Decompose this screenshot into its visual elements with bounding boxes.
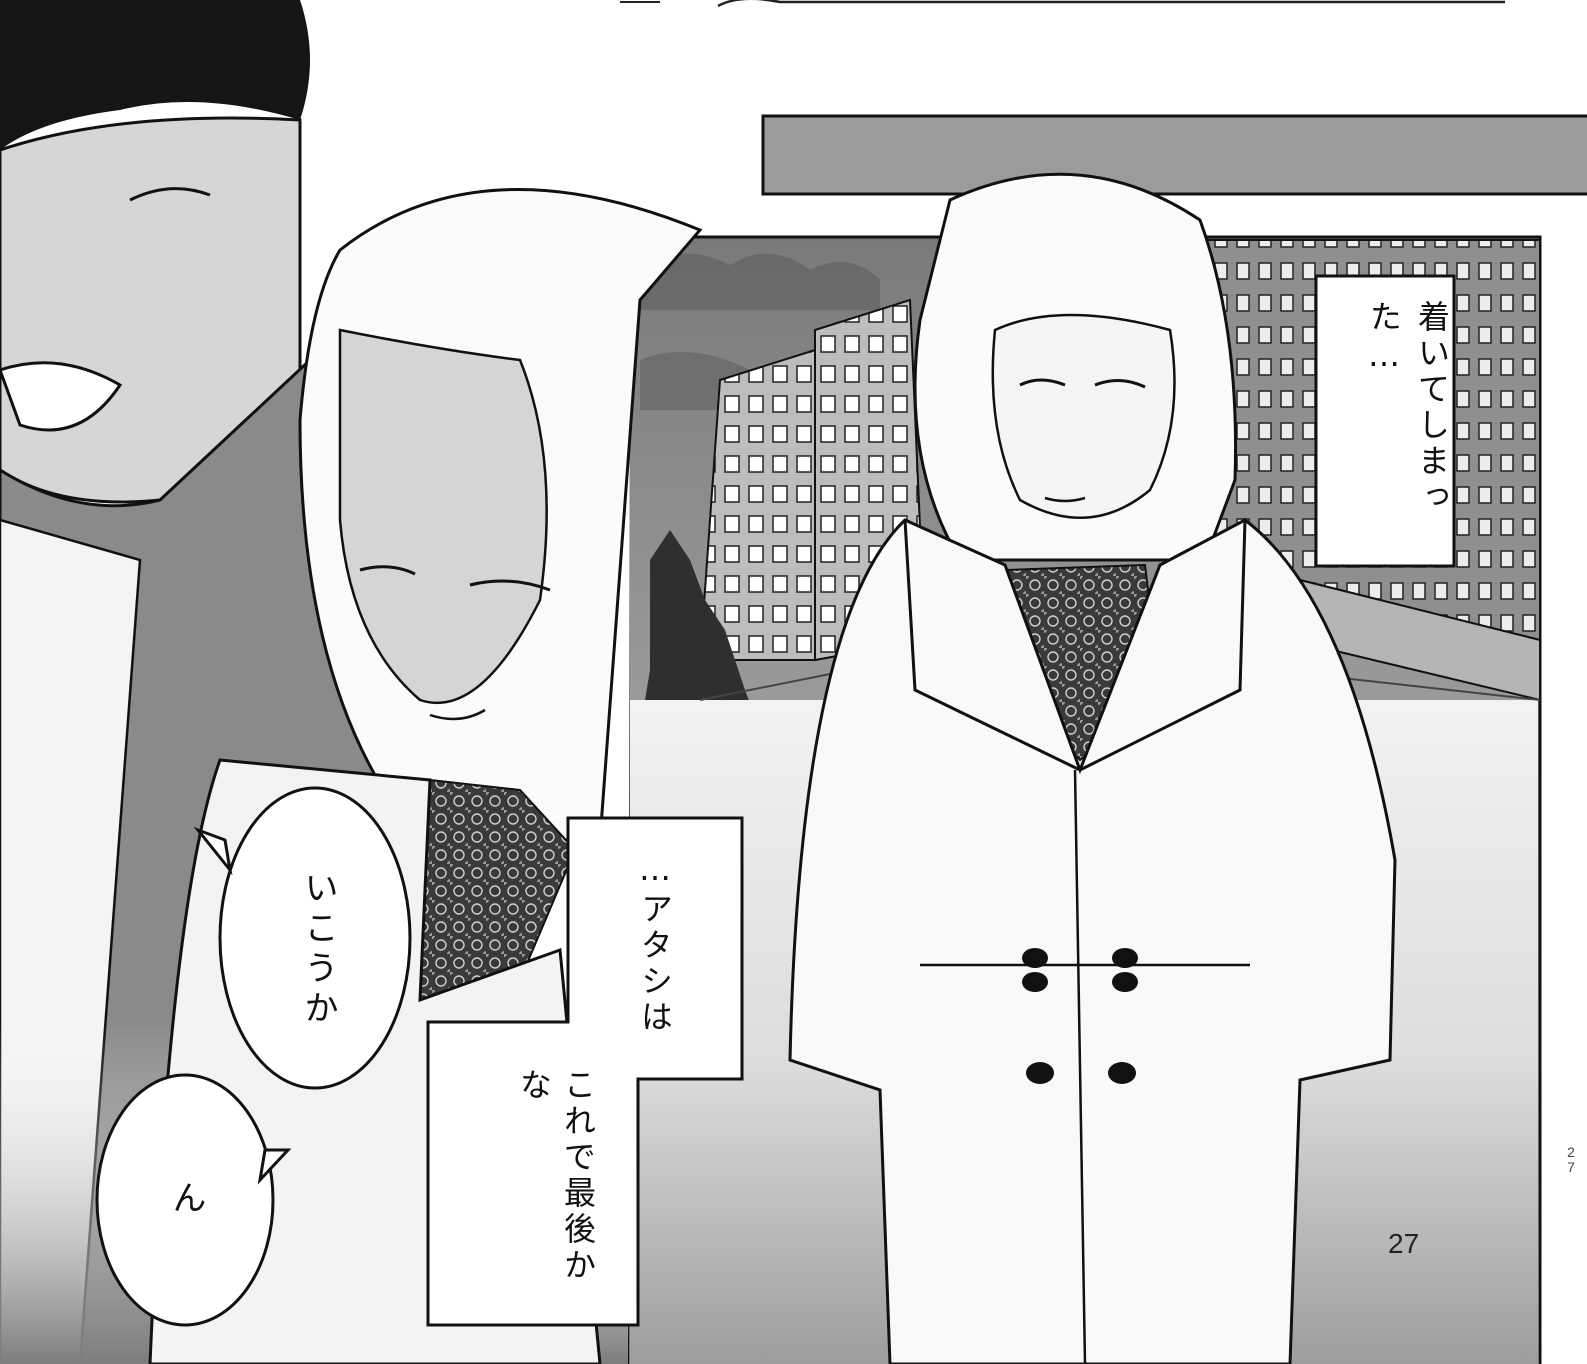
speech-bubble-lower: ん xyxy=(166,1180,206,1220)
caption-center-part2: これで最後かな xyxy=(515,1068,597,1284)
edge-page-number-top: 2 xyxy=(1567,1144,1575,1160)
page-number: 27 xyxy=(1388,1228,1420,1259)
caption-center-part1: …アタシは xyxy=(636,850,674,1036)
speech-bubble-upper: いこうか xyxy=(298,870,338,1030)
caption-top-right: 着いてしまった… xyxy=(1365,300,1451,516)
edge-page-number-bottom: 7 xyxy=(1567,1159,1575,1175)
